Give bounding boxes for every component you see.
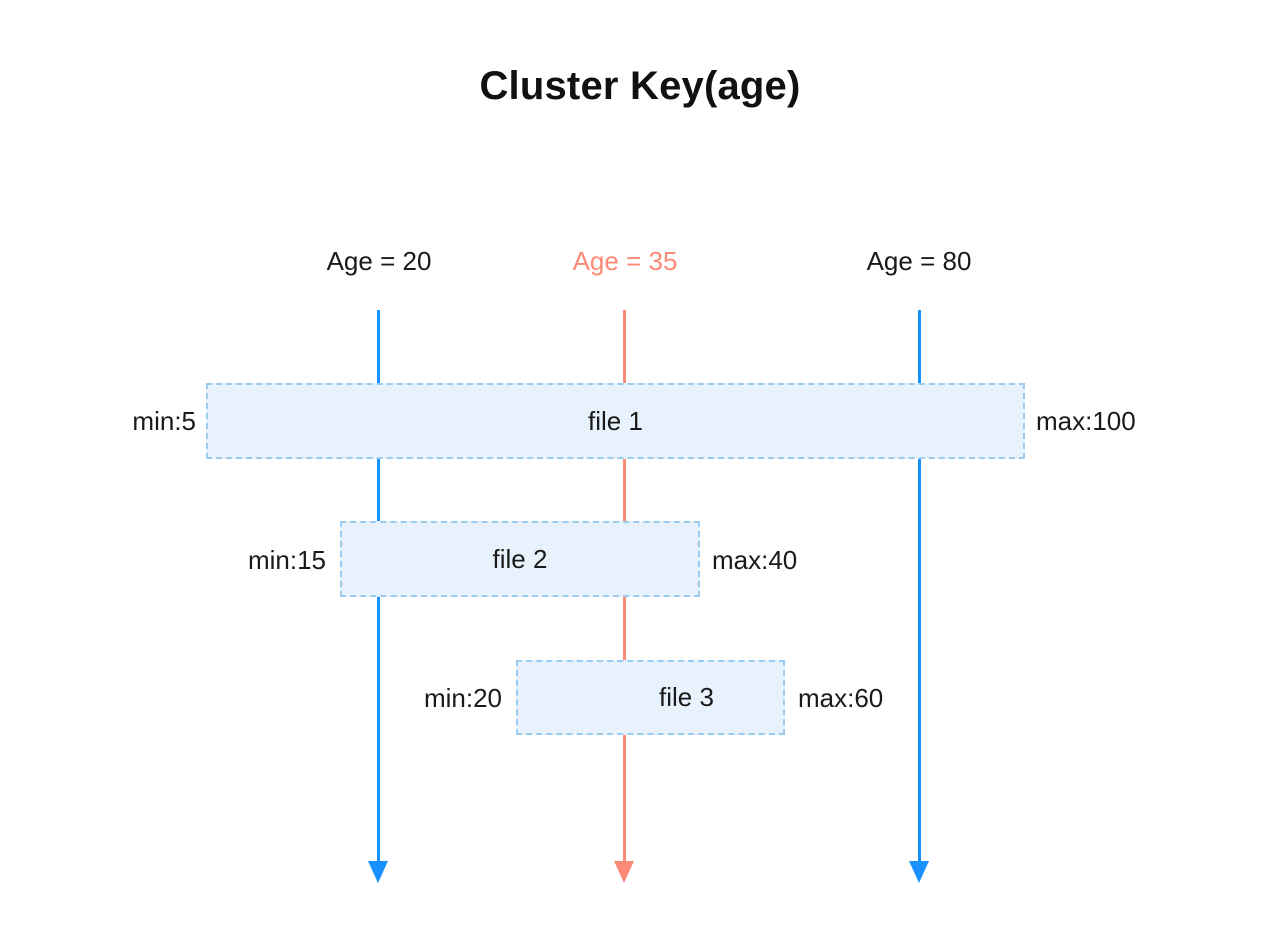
file-2-min-label: min:15 bbox=[247, 545, 326, 575]
arrow-down-icon bbox=[368, 861, 388, 883]
file-3-max-label: max:60 bbox=[798, 683, 884, 713]
query-line-label-age-20: Age = 20 bbox=[326, 246, 432, 276]
arrow-down-icon bbox=[614, 861, 634, 883]
file-1-range-box: file 1 bbox=[206, 383, 1025, 459]
file-2-name: file 2 bbox=[492, 543, 548, 574]
query-line-label-age-80: Age = 80 bbox=[866, 246, 972, 276]
file-3-range-box: file 3 bbox=[516, 660, 785, 735]
file-2-max-label: max:40 bbox=[712, 545, 798, 575]
query-line-stem bbox=[918, 310, 921, 863]
query-line-label-age-35: Age = 35 bbox=[572, 246, 678, 276]
page-title: Cluster Key(age) bbox=[479, 64, 801, 108]
file-2-range-box: file 2 bbox=[340, 521, 700, 597]
query-line-age-80 bbox=[909, 310, 929, 883]
file-3-min-label: min:20 bbox=[423, 683, 502, 713]
file-1-max-label: max:100 bbox=[1036, 406, 1136, 436]
file-1-name: file 1 bbox=[588, 405, 643, 436]
arrow-down-icon bbox=[909, 861, 929, 883]
file-1-min-label: min:5 bbox=[132, 406, 196, 436]
file-3-name: file 3 bbox=[659, 682, 714, 712]
